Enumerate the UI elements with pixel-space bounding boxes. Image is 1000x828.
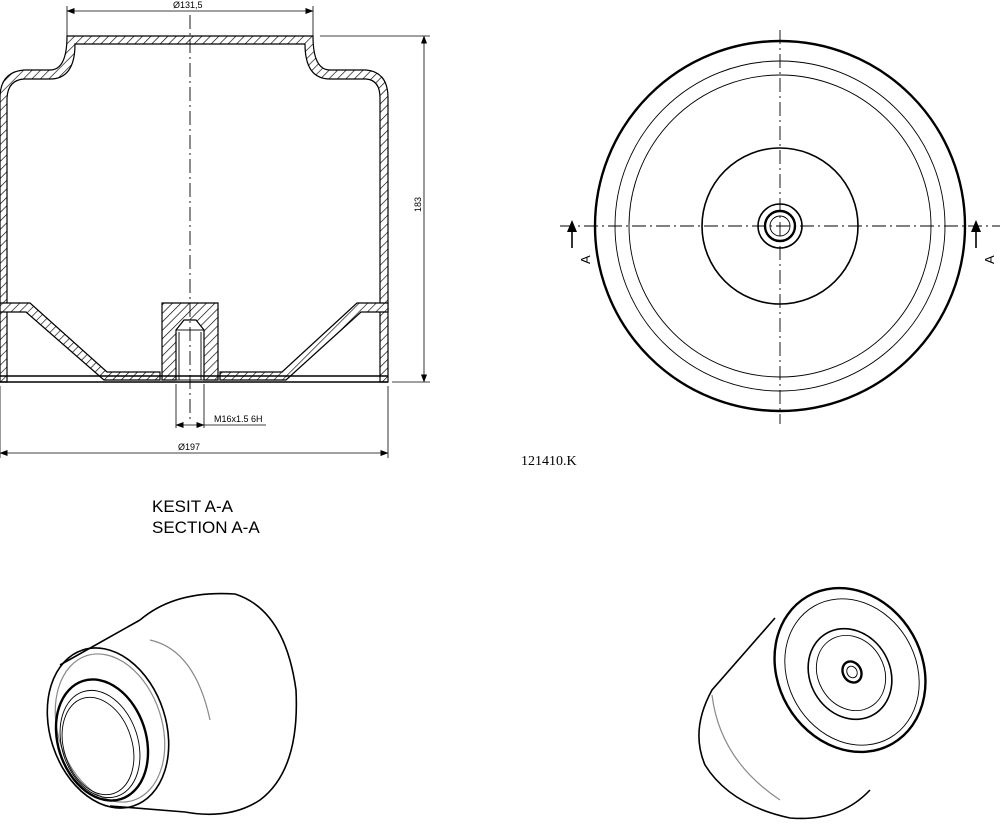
- height-label: 183: [413, 197, 423, 212]
- isometric-view-left: [46, 592, 298, 816]
- iso-left-opening: [54, 678, 150, 802]
- iso-right-bore: [841, 660, 863, 684]
- bottom-diameter-label: Ø197: [178, 442, 200, 452]
- top-view: A A: [560, 30, 1000, 424]
- section-title-tr: KESIT A-A: [152, 497, 233, 516]
- thread-label: M16x1.5 6H: [214, 414, 263, 424]
- piston-shell: [0, 35, 389, 383]
- section-title: KESIT A-A SECTION A-A: [152, 496, 260, 538]
- section-arrow-icon: A: [567, 220, 593, 264]
- piston-base-wall: [0, 302, 161, 381]
- section-marker-right: A: [982, 255, 997, 264]
- isometric-view-right: [698, 586, 927, 820]
- top-diameter-label: Ø131,5: [173, 0, 203, 10]
- part-number: 121410.K: [521, 454, 577, 469]
- section-marker-left: A: [578, 255, 593, 264]
- section-title-en: SECTION A-A: [152, 518, 260, 537]
- iso-left-front-face: [46, 647, 170, 809]
- piston-base-wall-right: [219, 302, 389, 381]
- section-arrow-icon: A: [971, 220, 997, 264]
- section-view: Ø131,5 183 M16x1.5 6H Ø197: [0, 0, 430, 458]
- iso-right-top-face: [773, 586, 927, 754]
